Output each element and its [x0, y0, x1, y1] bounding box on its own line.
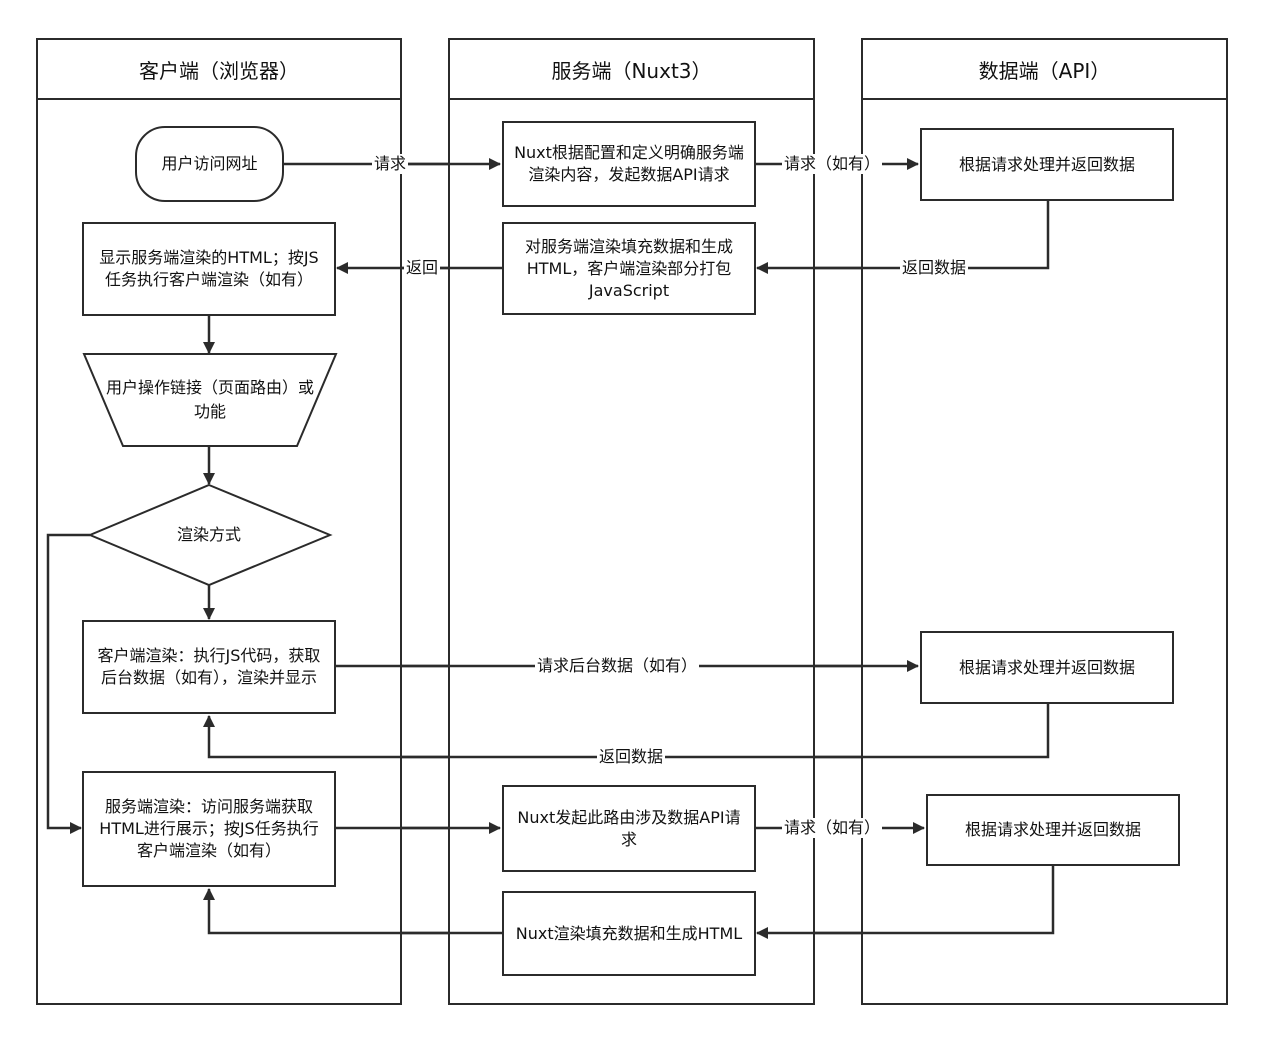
nuxt-route-request-node: Nuxt发起此路由涉及数据API请求 — [502, 785, 756, 872]
process-return-node-3: 根据请求处理并返回数据 — [926, 794, 1180, 866]
lane-data-title: 数据端（API） — [863, 40, 1226, 100]
server-render-node: 服务端渲染：访问服务端获取HTML进行展示；按JS任务执行客户端渲染（如有） — [82, 771, 336, 887]
display-ssr-html-node: 显示服务端渲染的HTML；按JS任务执行客户端渲染（如有） — [82, 222, 336, 316]
edge-label-request: 请求 — [372, 154, 409, 174]
process-return-node-1: 根据请求处理并返回数据 — [920, 128, 1174, 201]
nuxt-config-request-node: Nuxt根据配置和定义明确服务端渲染内容，发起数据API请求 — [502, 121, 756, 207]
client-render-node: 客户端渲染：执行JS代码，获取后台数据（如有），渲染并显示 — [82, 620, 336, 714]
lane-server-title: 服务端（Nuxt3） — [450, 40, 813, 100]
render-mode-label: 渲染方式 — [176, 525, 241, 544]
edge-label-return-data-2: 返回数据 — [597, 747, 666, 767]
visit-url-node: 用户访问网址 — [135, 126, 284, 202]
edge-label-request-if-any-2: 请求（如有） — [782, 818, 883, 838]
fill-render-bundle-node: 对服务端渲染填充数据和生成HTML，客户端渲染部分打包JavaScript — [502, 222, 756, 315]
render-mode-diamond — [87, 483, 333, 587]
edge-label-return: 返回 — [404, 258, 441, 278]
user-operation-label: 用户操作链接（页面路由）或功能 — [106, 378, 315, 421]
lane-client-title: 客户端（浏览器） — [38, 40, 400, 100]
edge-label-request-backend: 请求后台数据（如有） — [535, 656, 700, 676]
process-return-node-2: 根据请求处理并返回数据 — [920, 631, 1174, 704]
edge-label-request-if-any-1: 请求（如有） — [782, 154, 883, 174]
edge-label-return-data-1: 返回数据 — [900, 258, 969, 278]
user-operation-shape — [82, 353, 338, 447]
nuxt-fill-html-node: Nuxt渲染填充数据和生成HTML — [502, 891, 756, 976]
